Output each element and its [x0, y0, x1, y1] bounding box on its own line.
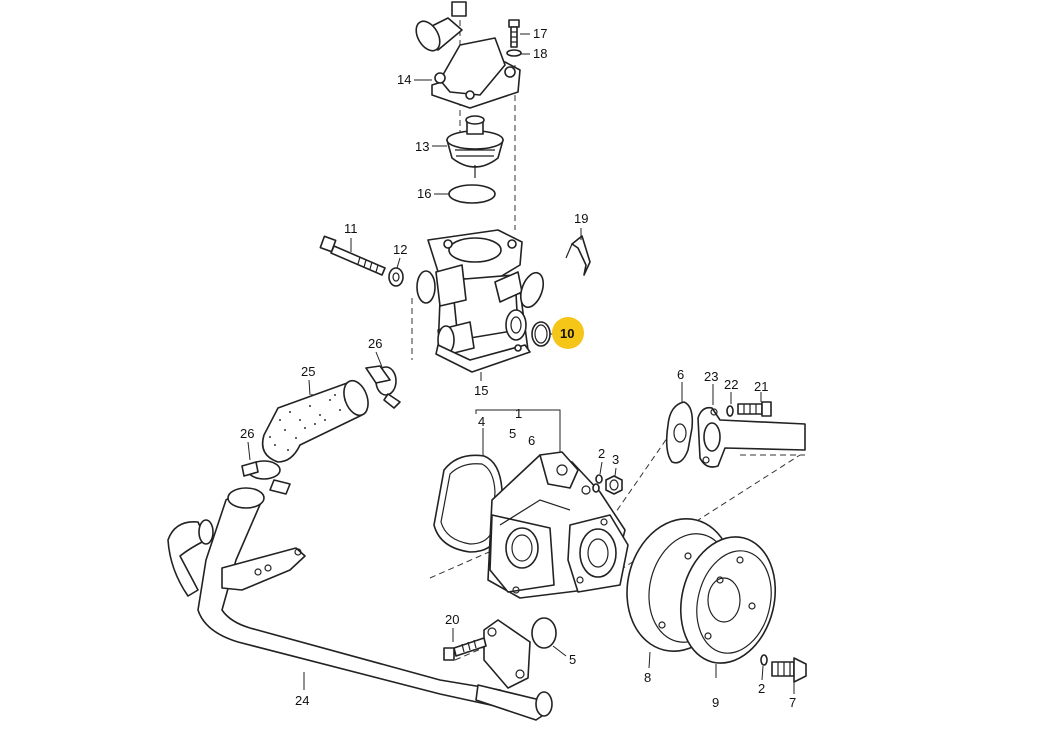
part-2-washer-lower [760, 654, 768, 666]
callout-16[interactable]: 16 [417, 186, 431, 201]
part-22-washer [726, 405, 734, 417]
part-26-hose-clamp-upper [365, 365, 401, 409]
callout-26-lower[interactable]: 26 [240, 426, 254, 441]
part-10-o-ring [531, 321, 551, 347]
callout-20[interactable]: 20 [445, 612, 459, 627]
callout-5-upper[interactable]: 5 [509, 426, 516, 441]
callout-6-upper[interactable]: 6 [528, 433, 535, 448]
part-17-screw [508, 19, 520, 48]
callout-5-lower[interactable]: 5 [569, 652, 576, 667]
callout-23[interactable]: 23 [704, 369, 718, 384]
callout-19[interactable]: 19 [574, 211, 588, 226]
callout-13[interactable]: 13 [415, 139, 429, 154]
part-16-o-ring [448, 184, 496, 204]
callout-14[interactable]: 14 [397, 72, 411, 87]
leader-lines [247, 33, 795, 694]
part-9-pulley-flange [679, 536, 777, 664]
callout-1[interactable]: 1 [515, 406, 522, 421]
callout-6-right[interactable]: 6 [677, 367, 684, 382]
callout-24[interactable]: 24 [295, 693, 309, 708]
part-26-hose-clamp-lower [241, 460, 291, 495]
part-2-washer-upper [592, 474, 603, 493]
callout-3[interactable]: 3 [612, 452, 619, 467]
part-11-bolt [319, 235, 386, 276]
callout-7[interactable]: 7 [789, 695, 796, 710]
callout-labels: 17 18 14 13 16 11 12 19 10 15 26 25 26 1… [240, 26, 796, 710]
callout-25[interactable]: 25 [301, 364, 315, 379]
part-14-thermostat-cover [415, 1, 521, 109]
callout-15[interactable]: 15 [474, 383, 488, 398]
callout-26-upper[interactable]: 26 [368, 336, 382, 351]
callout-10[interactable]: 10 [560, 326, 574, 341]
part-1-water-pump [487, 451, 629, 599]
callout-18[interactable]: 18 [533, 46, 547, 61]
part-5-gasket-lower [531, 617, 557, 649]
part-23-flange-pipe [697, 406, 806, 468]
part-6-gasket-upper [665, 401, 694, 464]
callout-17[interactable]: 17 [533, 26, 547, 41]
part-24-coolant-pipe [167, 487, 553, 721]
callout-8[interactable]: 8 [644, 670, 651, 685]
part-21-bolt [737, 401, 772, 417]
part-18-washer [506, 49, 522, 57]
callout-22[interactable]: 22 [724, 377, 738, 392]
part-25-coolant-hose [261, 379, 369, 463]
part-13-thermostat [446, 115, 504, 178]
callout-12[interactable]: 12 [393, 242, 407, 257]
callout-21[interactable]: 21 [754, 379, 768, 394]
highlight-marker[interactable] [552, 317, 584, 349]
part-12-washer [388, 267, 404, 287]
callout-4[interactable]: 4 [478, 414, 485, 429]
part-3-nut [605, 475, 623, 495]
callout-9[interactable]: 9 [712, 695, 719, 710]
callout-2-lower[interactable]: 2 [758, 681, 765, 696]
callout-11[interactable]: 11 [344, 221, 358, 236]
part-15-coolant-housing [416, 229, 545, 373]
callout-2-upper[interactable]: 2 [598, 446, 605, 461]
part-7-bolt [771, 657, 807, 683]
part-20-bolt [443, 637, 487, 661]
part-19-clip [565, 235, 591, 276]
